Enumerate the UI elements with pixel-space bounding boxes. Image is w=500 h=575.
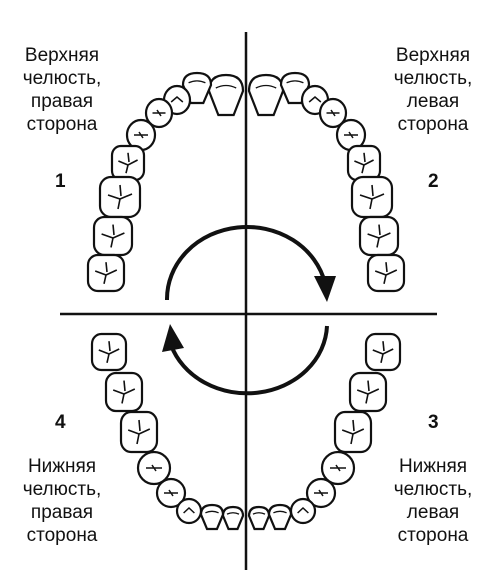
lower-right-tooth xyxy=(175,497,203,525)
quadrant-number-3: 3 xyxy=(428,412,439,433)
lower-right-tooth xyxy=(221,505,245,531)
quadrant-number-4: 4 xyxy=(55,412,66,433)
upper-right-tooth xyxy=(110,144,146,182)
lower-right-tooth xyxy=(136,450,172,486)
upper-left-tooth xyxy=(335,118,367,152)
lower-right-tooth xyxy=(90,332,128,372)
lower-left-tooth xyxy=(333,410,373,454)
upper-left-tooth xyxy=(247,73,285,117)
label-lower-right-side: Нижняя челюсть, правая сторона xyxy=(22,456,102,546)
lower-right-tooth xyxy=(119,410,159,454)
lower-left-tooth xyxy=(364,332,402,372)
quadrant-number-2: 2 xyxy=(428,171,439,192)
upper-left-tooth xyxy=(318,97,348,129)
label-upper-right-side: Верхняя челюсть, правая сторона xyxy=(22,45,102,135)
upper-right-tooth xyxy=(144,97,174,129)
label-upper-left-side: Верхняя челюсть, левая сторона xyxy=(393,45,473,135)
upper-right-tooth xyxy=(207,73,245,117)
lower-left-tooth xyxy=(267,503,293,531)
arrowhead-down-icon xyxy=(314,276,336,302)
lower-jaw-teeth xyxy=(90,332,402,531)
upper-left-tooth xyxy=(350,175,394,219)
lower-right-tooth xyxy=(104,371,144,413)
upper-right-tooth xyxy=(86,253,126,293)
quadrant-number-1: 1 xyxy=(55,171,66,192)
lower-left-tooth xyxy=(305,477,337,509)
upper-left-tooth xyxy=(358,215,400,257)
upper-left-tooth xyxy=(346,144,382,182)
label-lower-left-side: Нижняя челюсть, левая сторона xyxy=(393,456,473,546)
arrowhead-up-icon xyxy=(162,324,184,352)
lower-left-tooth xyxy=(289,497,317,525)
upper-right-tooth xyxy=(92,215,134,257)
lower-left-tooth xyxy=(247,505,271,531)
lower-left-tooth xyxy=(320,450,356,486)
upper-left-tooth xyxy=(366,253,406,293)
clockwise-arrow-top xyxy=(164,224,327,301)
clockwise-arrow-bottom xyxy=(169,325,329,396)
lower-right-tooth xyxy=(155,477,187,509)
upper-right-tooth xyxy=(98,175,142,219)
upper-jaw-teeth xyxy=(86,71,406,293)
lower-right-tooth xyxy=(199,503,225,531)
lower-left-tooth xyxy=(348,371,388,413)
